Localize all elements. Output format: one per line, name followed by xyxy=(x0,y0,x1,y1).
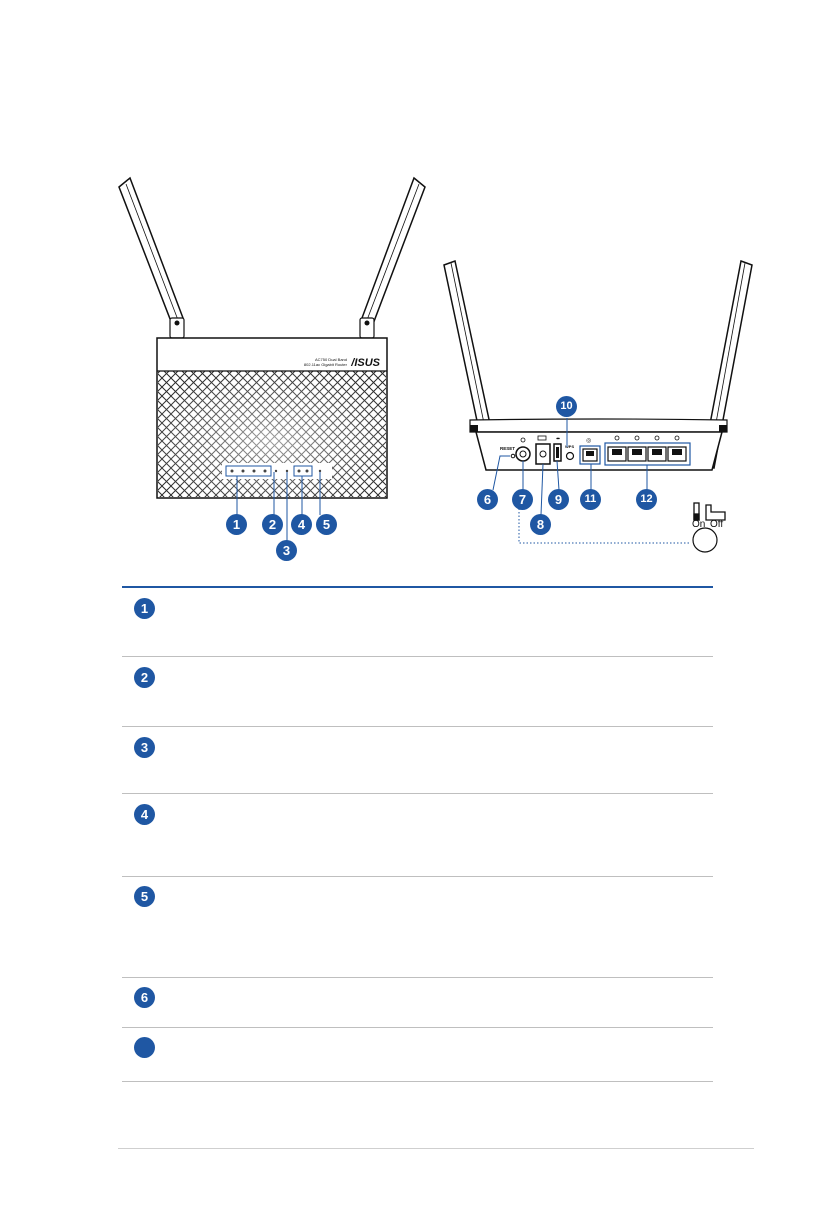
rear-leader-lines xyxy=(492,418,648,516)
lan-ports xyxy=(607,446,687,462)
dc-in-port xyxy=(535,443,551,465)
reset-hole xyxy=(510,453,516,459)
on-off-switch-icon xyxy=(693,502,726,521)
front-led-group-box xyxy=(225,465,272,477)
front-left-antenna xyxy=(118,176,185,339)
row-3-badge: 3 xyxy=(134,737,155,758)
globe-icon: ◎ xyxy=(586,437,591,444)
row-divider xyxy=(122,1027,713,1028)
row-divider xyxy=(122,726,713,727)
row-1-badge: 1 xyxy=(134,598,155,619)
usb-icon: ⬌ xyxy=(556,436,560,442)
switch-off-label: Off xyxy=(710,519,723,530)
power-switch-leader xyxy=(518,505,690,544)
front-led-icons xyxy=(230,469,322,473)
row-5-badge: 5 xyxy=(134,886,155,907)
table-top-rule xyxy=(122,586,713,588)
row-divider xyxy=(122,977,713,978)
model-line-2: 802.11ac Gigabit Router xyxy=(304,362,348,367)
front-router: AC750 Dual Band 802.11ac Gigabit Router … xyxy=(118,176,426,541)
row-6-badge: 6 xyxy=(134,987,155,1008)
rear-callout-10: 10 xyxy=(556,396,577,417)
rear-router: RESET ⬌ WPS ◎ xyxy=(443,259,753,553)
table-bottom-rule xyxy=(122,1081,713,1082)
front-callout-3: 3 xyxy=(276,540,297,561)
rear-callout-7: 7 xyxy=(512,489,533,510)
rear-callout-11: 11 xyxy=(580,489,601,510)
front-callout-2: 2 xyxy=(262,514,283,535)
power-switch-detail xyxy=(692,527,718,553)
row-7-badge xyxy=(134,1037,155,1058)
asus-logo: /ISUS xyxy=(350,357,380,369)
reset-label: RESET xyxy=(500,446,515,451)
switch-on-label: On xyxy=(692,519,705,530)
model-line-1: AC750 Dual Band xyxy=(315,357,347,362)
front-leader-lines xyxy=(236,472,321,541)
wps-label: WPS xyxy=(565,444,574,449)
row-divider xyxy=(122,793,713,794)
front-right-antenna xyxy=(359,176,426,339)
rear-callout-6: 6 xyxy=(477,489,498,510)
front-callout-5: 5 xyxy=(316,514,337,535)
row-2-badge: 2 xyxy=(134,667,155,688)
row-4-badge: 4 xyxy=(134,804,155,825)
wan-port-box xyxy=(579,445,601,465)
footer-rule xyxy=(118,1148,754,1149)
rear-callout-9: 9 xyxy=(548,489,569,510)
front-callout-4: 4 xyxy=(291,514,312,535)
front-wifi-led-box xyxy=(293,465,313,477)
rear-callout-12: 12 xyxy=(636,489,657,510)
front-callout-1: 1 xyxy=(226,514,247,535)
row-divider xyxy=(122,656,713,657)
wps-button xyxy=(565,451,575,461)
rear-callout-8: 8 xyxy=(530,514,551,535)
row-divider xyxy=(122,876,713,877)
